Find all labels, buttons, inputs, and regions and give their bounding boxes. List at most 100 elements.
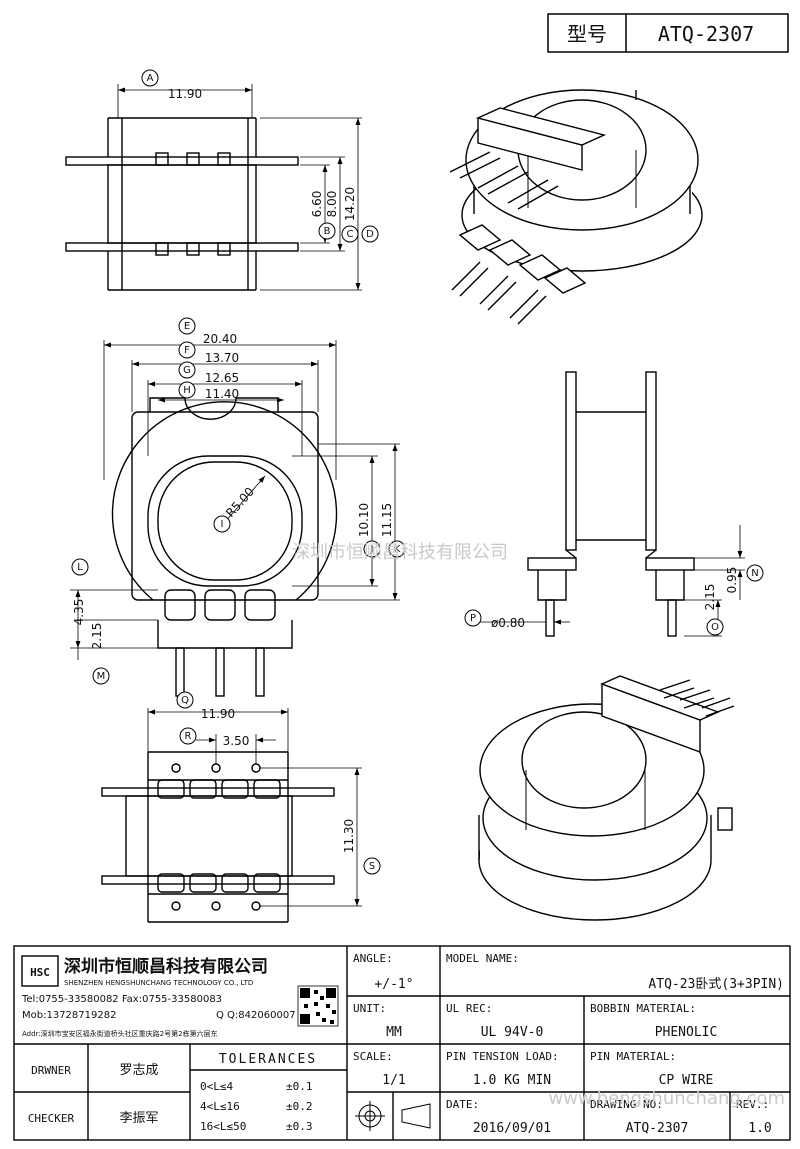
dim-j-value: 10.10 [357,503,371,537]
svg-text:O: O [711,622,719,633]
callout-m: M [92,667,110,685]
company-tel: Tel:0755-33580082 Fax:0755-33580083 [21,994,222,1005]
dim-e-value: 20.40 [203,332,237,346]
checker-label: CHECKER [28,1112,75,1125]
bottom-view [101,708,362,923]
tol-value-3: ±0.3 [286,1120,313,1133]
callout-o: O [706,618,724,636]
rev-label: REV.: [736,1098,769,1111]
projection-symbol-icon [355,1101,431,1131]
tol-value-2: ±0.2 [286,1100,313,1113]
pin-material-value: CP WIRE [659,1073,714,1088]
dim-o-value: 2.15 [703,584,717,611]
tolerances-label: TOLERANCES [219,1052,317,1067]
scale-label: SCALE: [353,1050,393,1063]
bobbin-material-value: PHENOLIC [655,1025,718,1040]
bobbin-material-label: BOBBIN MATERIAL: [590,1002,696,1015]
svg-text:K: K [394,544,401,555]
dim-a-value: 11.90 [168,87,202,101]
radius-value: R5.00 [223,485,257,520]
pin-tension-value: 1.0 KG MIN [473,1073,551,1088]
svg-text:F: F [184,345,190,356]
rev-value: 1.0 [748,1121,771,1136]
model-value: ATQ-2307 [658,22,754,46]
pin-material-label: PIN MATERIAL: [590,1050,676,1063]
top-view [65,84,362,291]
tol-range-1: 0<L≤4 [200,1080,233,1093]
watermark-url: www.hengshunchang.com [549,1088,786,1109]
dim-g-value: 12.65 [205,371,239,385]
company-name-en: SHENZHEN HENGSHUNCHANG TECHNOLOGY CO., L… [64,979,253,987]
company-mob: Mob:13728719282 [22,1010,116,1021]
title-block [13,945,791,1141]
svg-text:M: M [97,671,106,682]
callout-k: K [388,540,406,558]
svg-text:Q: Q [181,695,189,706]
svg-text:L: L [77,562,83,573]
callout-l: L [71,558,89,576]
iso-view-top-right [449,89,703,325]
unit-value: MM [386,1025,402,1040]
company-qq: Q Q:842060007 [216,1010,296,1021]
dim-m-value: 2.15 [90,623,104,650]
dim-l-value: 4.35 [72,599,86,626]
svg-text:G: G [183,365,191,376]
model-name-value: ATQ-23卧式(3+3PIN) [648,977,784,992]
dim-q-value: 11.90 [201,707,235,721]
iso-view-bottom-right [478,675,735,921]
svg-text:P: P [470,613,476,624]
checker-value: 李振军 [119,1111,158,1126]
top-view-core [107,164,257,244]
callout-n: N [746,564,764,582]
top-view-flange-upper [65,156,299,166]
svg-text:B: B [324,226,331,237]
callout-c: C [341,225,359,243]
callout-j: J [363,540,381,558]
callout-s: S [363,857,381,875]
dim-b-value: 6.60 [310,191,324,218]
callout-b: B [318,222,336,240]
svg-text:I: I [221,519,224,530]
svg-text:J: J [370,544,374,555]
angle-value: +/-1° [374,977,413,992]
callout-q: Q [176,691,194,709]
title-block-fields: ANGLE: +/-1° MODEL NAME: ATQ-23卧式(3+3PIN… [28,952,784,1136]
callout-f: F [178,341,196,359]
drawing-no-label: DRAWING NO: [590,1098,663,1111]
svg-text:A: A [147,73,154,84]
callout-r: R [179,727,197,745]
tol-range-2: 4<L≤16 [200,1100,240,1113]
date-label: DATE: [446,1098,479,1111]
top-view-flange-lower [65,242,299,252]
ul-rec-label: UL REC: [446,1002,492,1015]
model-header: 型号 ATQ-2307 [547,13,789,53]
dim-f-value: 13.70 [205,351,239,365]
model-label: 型号 [567,22,607,46]
callout-h: H [178,381,196,399]
dim-r-value: 3.50 [223,734,250,748]
callout-i: I [213,515,231,533]
dim-p-value: ø0.80 [491,616,525,630]
scale-value: 1/1 [382,1073,405,1088]
front-view [70,340,400,697]
svg-text:N: N [751,568,758,579]
unit-label: UNIT: [353,1002,386,1015]
watermark-center: 深圳市恒顺昌科技有限公司 [292,542,508,563]
drwner-label: DRWNER [31,1064,71,1077]
drawing-no-value: ATQ-2307 [626,1121,689,1136]
company-name-cn: 深圳市恒顺昌科技有限公司 [64,956,268,977]
company-block: HSC 深圳市恒顺昌科技有限公司 SHENZHEN HENGSHUNCHANG … [21,955,339,1038]
dim-d-value: 14.20 [343,187,357,221]
dim-n-value: 0.95 [725,567,739,594]
svg-text:R: R [185,731,192,742]
callout-d: D [361,225,379,243]
svg-text:C: C [347,229,354,240]
svg-text:E: E [184,321,190,332]
callout-a: A [141,69,159,87]
model-name-label: MODEL NAME: [446,952,519,965]
angle-label: ANGLE: [353,952,393,965]
dim-c-value: 8.00 [325,191,339,218]
dim-k-value: 11.15 [380,503,394,537]
svg-text:S: S [369,861,375,872]
